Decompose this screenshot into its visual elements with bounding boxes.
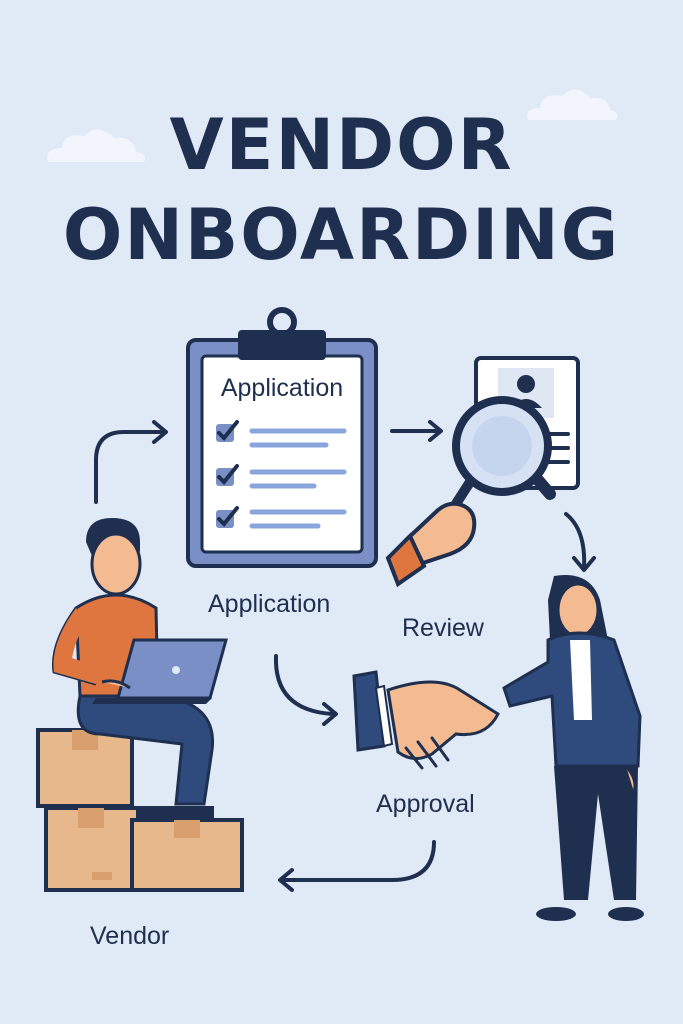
arrow-to-application-icon: [94, 420, 168, 504]
laptop-icon: [92, 638, 228, 704]
cloud-icon: [47, 129, 145, 162]
title-line-1: VENDOR: [169, 104, 514, 186]
review-illustration: [385, 356, 580, 588]
cloud-icon: [527, 89, 618, 120]
arrow-to-approval-icon: [273, 654, 338, 726]
arrow-to-vendor-icon: [278, 840, 436, 892]
application-clipboard: Application: [186, 306, 378, 568]
checkbox-icon: [216, 420, 239, 442]
hand-icon: [385, 501, 477, 588]
checkbox-icon: [216, 464, 239, 486]
arrow-to-approver-icon: [564, 512, 596, 572]
step-label-application: Application: [208, 590, 331, 618]
handshake-icon: [352, 670, 500, 770]
vendor-person-illustration: [51, 518, 228, 818]
arrow-to-review-icon: [390, 420, 443, 442]
checklist: [216, 420, 347, 529]
title-line-2: ONBOARDING: [62, 194, 621, 276]
checkbox-icon: [216, 506, 239, 528]
clipboard-heading: Application: [220, 374, 344, 402]
magnifier-icon: [447, 396, 556, 515]
step-label-review: Review: [402, 614, 484, 642]
step-label-vendor: Vendor: [90, 922, 170, 950]
step-label-approval: Approval: [376, 790, 475, 818]
boxes-illustration: [36, 728, 244, 892]
approver-person-illustration: [502, 575, 644, 921]
